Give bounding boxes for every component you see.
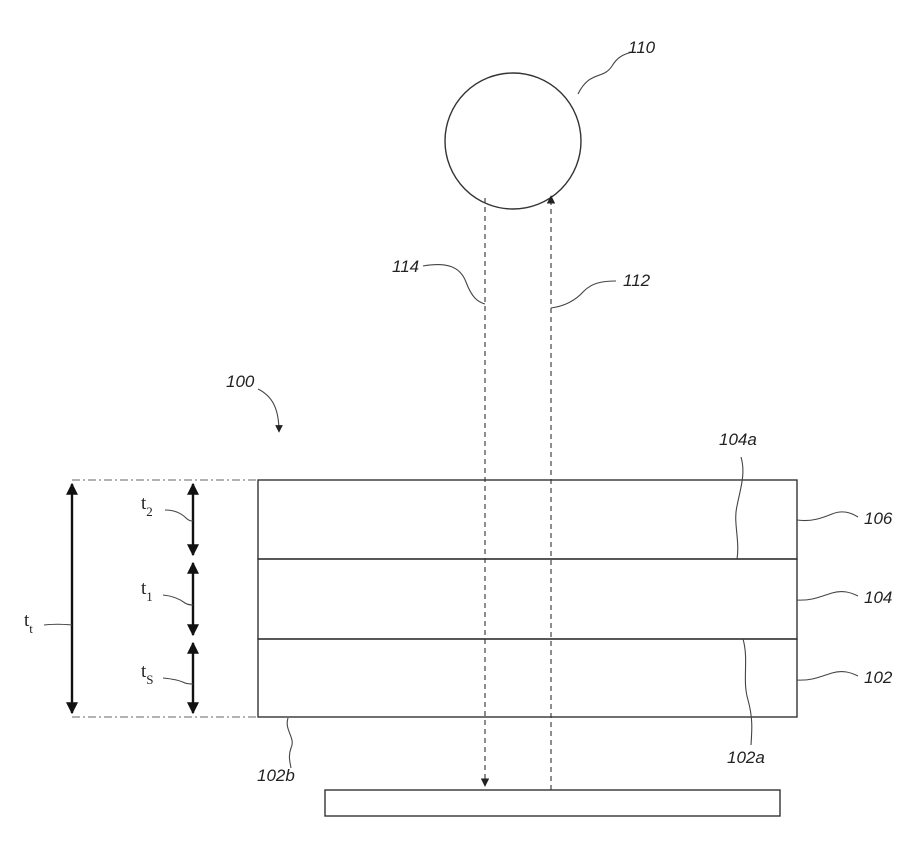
leader-102 bbox=[797, 672, 858, 681]
leader-thickness-top bbox=[165, 510, 193, 521]
label-total-thickness: tt bbox=[24, 610, 33, 636]
source-leader bbox=[578, 52, 632, 94]
label-interface-upper: 104a bbox=[719, 430, 757, 449]
label-layer-middle: 104 bbox=[864, 588, 892, 607]
leader-total-thickness bbox=[44, 624, 72, 625]
leader-104a bbox=[736, 457, 743, 559]
leader-thickness-bottom bbox=[163, 678, 193, 684]
label-thickness-top: t2 bbox=[141, 493, 153, 519]
label-thickness-bottom: tS bbox=[141, 661, 154, 687]
assembly-arrow bbox=[258, 389, 279, 432]
leader-104 bbox=[797, 592, 858, 601]
bottom-plate bbox=[325, 790, 780, 816]
layer-106 bbox=[258, 480, 797, 559]
label-interface-lower: 102a bbox=[727, 748, 765, 767]
leader-thickness-middle bbox=[163, 595, 193, 605]
label-bottom-surface: 102b bbox=[257, 766, 295, 785]
leader-112 bbox=[551, 281, 616, 308]
leader-102a bbox=[743, 639, 752, 745]
leader-106 bbox=[797, 512, 858, 521]
source-circle bbox=[445, 73, 581, 209]
layer-102 bbox=[258, 639, 797, 717]
label-layer-top: 106 bbox=[864, 509, 893, 528]
label-thickness-middle: t1 bbox=[141, 578, 153, 604]
label-assembly: 100 bbox=[226, 372, 255, 391]
label-source: 110 bbox=[628, 38, 656, 57]
label-layer-bottom: 102 bbox=[864, 668, 893, 687]
leader-114 bbox=[423, 265, 485, 304]
label-ray-up: 112 bbox=[623, 271, 651, 290]
layer-104 bbox=[258, 559, 797, 639]
label-ray-down: 114 bbox=[392, 257, 419, 276]
leader-102b bbox=[287, 718, 292, 768]
